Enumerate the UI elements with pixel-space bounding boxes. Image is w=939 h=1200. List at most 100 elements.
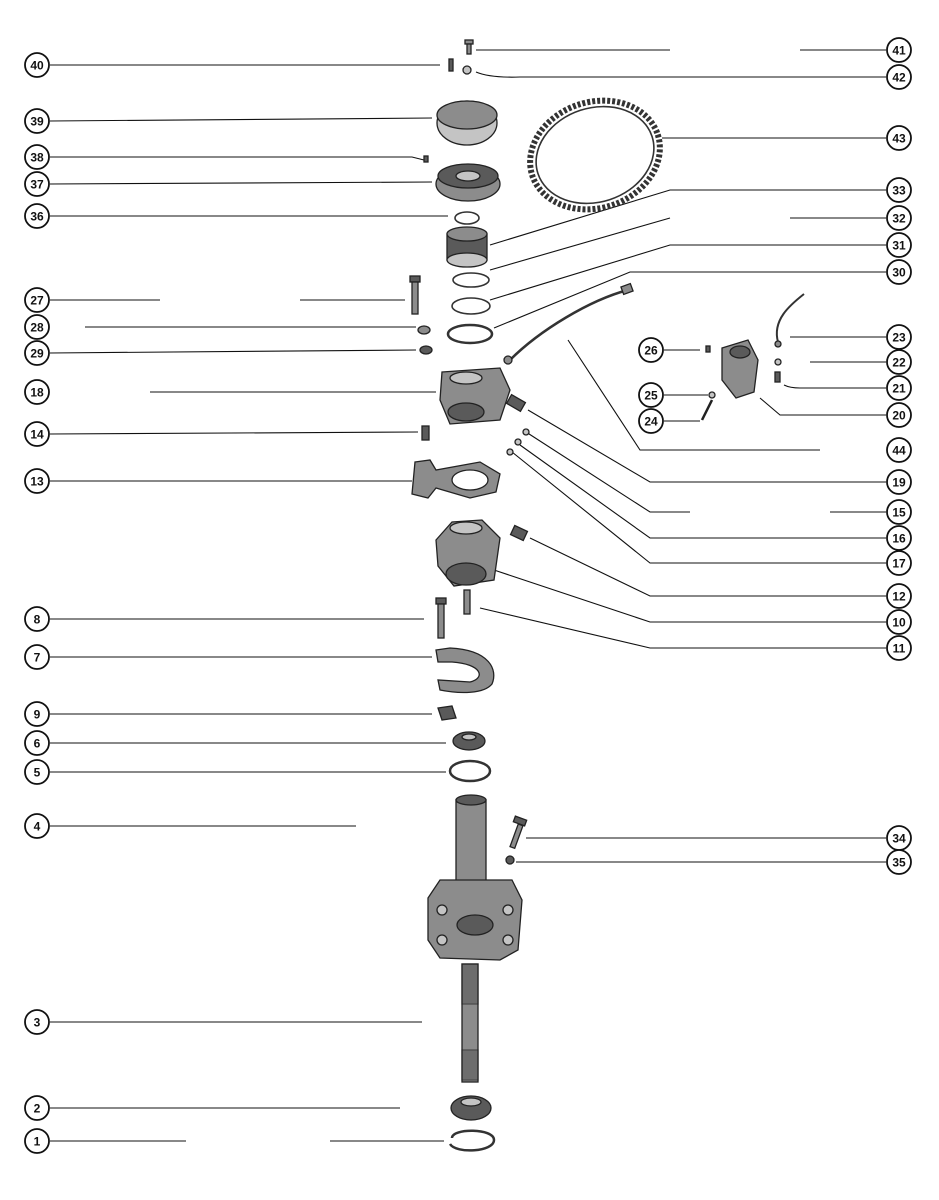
callout-label: 10 <box>892 616 906 630</box>
callout-label: 6 <box>34 737 41 751</box>
washer-part-28 <box>417 325 431 335</box>
callout-14: 14 <box>24 421 50 447</box>
callout-label: 33 <box>892 184 906 198</box>
fitting-part-12 <box>509 524 529 542</box>
callout-9: 9 <box>24 701 50 727</box>
callout-23: 23 <box>886 324 912 350</box>
washer-part-42 <box>462 65 472 75</box>
callout-15: 15 <box>886 499 912 525</box>
callout-label: 29 <box>30 347 44 361</box>
callout-35: 35 <box>886 849 912 875</box>
callout-label: 31 <box>892 239 906 253</box>
callout-36: 36 <box>24 203 50 229</box>
callout-label: 40 <box>30 59 44 73</box>
callout-label: 12 <box>892 590 906 604</box>
pin-part-24 <box>700 399 714 421</box>
callout-19: 19 <box>886 469 912 495</box>
callout-label: 20 <box>892 409 906 423</box>
callout-label: 16 <box>892 532 906 546</box>
callout-label: 25 <box>644 389 658 403</box>
leader-lines <box>49 49 886 1142</box>
spring-part-26 <box>705 345 711 353</box>
nut-part-35 <box>505 855 515 865</box>
callout-18: 18 <box>24 379 50 405</box>
bolt-part-27 <box>409 275 421 315</box>
callout-label: 8 <box>34 613 41 627</box>
callout-31: 31 <box>886 232 912 258</box>
callout-4: 4 <box>24 813 50 839</box>
callout-13: 13 <box>24 468 50 494</box>
callout-label: 36 <box>30 210 44 224</box>
callout-label: 42 <box>892 71 906 85</box>
callout-32: 32 <box>886 205 912 231</box>
callout-label: 28 <box>30 321 44 335</box>
callout-8: 8 <box>24 606 50 632</box>
cable-part-44 <box>503 282 634 365</box>
callout-2: 2 <box>24 1095 50 1121</box>
housing-part-10 <box>435 519 501 587</box>
callout-22: 22 <box>886 349 912 375</box>
seal-part-36 <box>454 211 480 225</box>
callout-43: 43 <box>886 125 912 151</box>
ring-part-32 <box>452 272 490 288</box>
ring-part-31 <box>451 297 491 315</box>
pin-part-14 <box>421 425 430 441</box>
callout-label: 37 <box>30 178 44 192</box>
callout-29: 29 <box>24 340 50 366</box>
fitting-part-19 <box>505 393 527 413</box>
callout-label: 18 <box>30 386 44 400</box>
callout-label: 13 <box>30 475 44 489</box>
screw-part-41 <box>464 39 474 55</box>
callout-5: 5 <box>24 759 50 785</box>
callout-28: 28 <box>24 314 50 340</box>
ring-part-30 <box>446 323 494 345</box>
callout-label: 19 <box>892 476 906 490</box>
snap-ring-part-1 <box>448 1129 496 1152</box>
callout-10: 10 <box>886 609 912 635</box>
callout-44: 44 <box>886 437 912 463</box>
callout-16: 16 <box>886 525 912 551</box>
ball-part-15 <box>522 428 530 436</box>
screw-part-21 <box>774 371 781 383</box>
bolt-part-8 <box>435 597 447 639</box>
clamp-strap-part-7 <box>435 647 495 694</box>
clip-part-9 <box>437 705 457 721</box>
callout-label: 24 <box>644 415 658 429</box>
callout-20: 20 <box>886 402 912 428</box>
callout-label: 9 <box>34 708 41 722</box>
callout-label: 22 <box>892 356 906 370</box>
timing-belt-part-43 <box>527 97 663 213</box>
bearing-part-2 <box>450 1095 492 1121</box>
callout-17: 17 <box>886 550 912 576</box>
callout-38: 38 <box>24 144 50 170</box>
callout-1: 1 <box>24 1128 50 1154</box>
callout-label: 3 <box>34 1016 41 1030</box>
callout-label: 27 <box>30 294 44 308</box>
clamp-bracket-part-13 <box>411 459 501 499</box>
callout-30: 30 <box>886 259 912 285</box>
callout-12: 12 <box>886 583 912 609</box>
callout-label: 23 <box>892 331 906 345</box>
toothed-pulley-part-37 <box>435 163 501 202</box>
callout-label: 5 <box>34 766 41 780</box>
callout-33: 33 <box>886 177 912 203</box>
ball-part-16 <box>514 438 522 446</box>
pin-part-11 <box>463 589 471 615</box>
callout-37: 37 <box>24 171 50 197</box>
callout-24: 24 <box>638 408 664 434</box>
callout-label: 35 <box>892 856 906 870</box>
callout-label: 17 <box>892 557 906 571</box>
callout-label: 38 <box>30 151 44 165</box>
callout-label: 41 <box>892 44 906 58</box>
callout-label: 21 <box>892 382 906 396</box>
ball-part-17 <box>506 448 514 456</box>
callout-label: 30 <box>892 266 906 280</box>
switch-block-part-20 <box>721 339 759 399</box>
callout-21: 21 <box>886 375 912 401</box>
callout-27: 27 <box>24 287 50 313</box>
washer-part-29 <box>419 345 433 355</box>
callout-label: 43 <box>892 132 906 146</box>
callout-7: 7 <box>24 644 50 670</box>
bearing-part-33 <box>446 226 488 268</box>
